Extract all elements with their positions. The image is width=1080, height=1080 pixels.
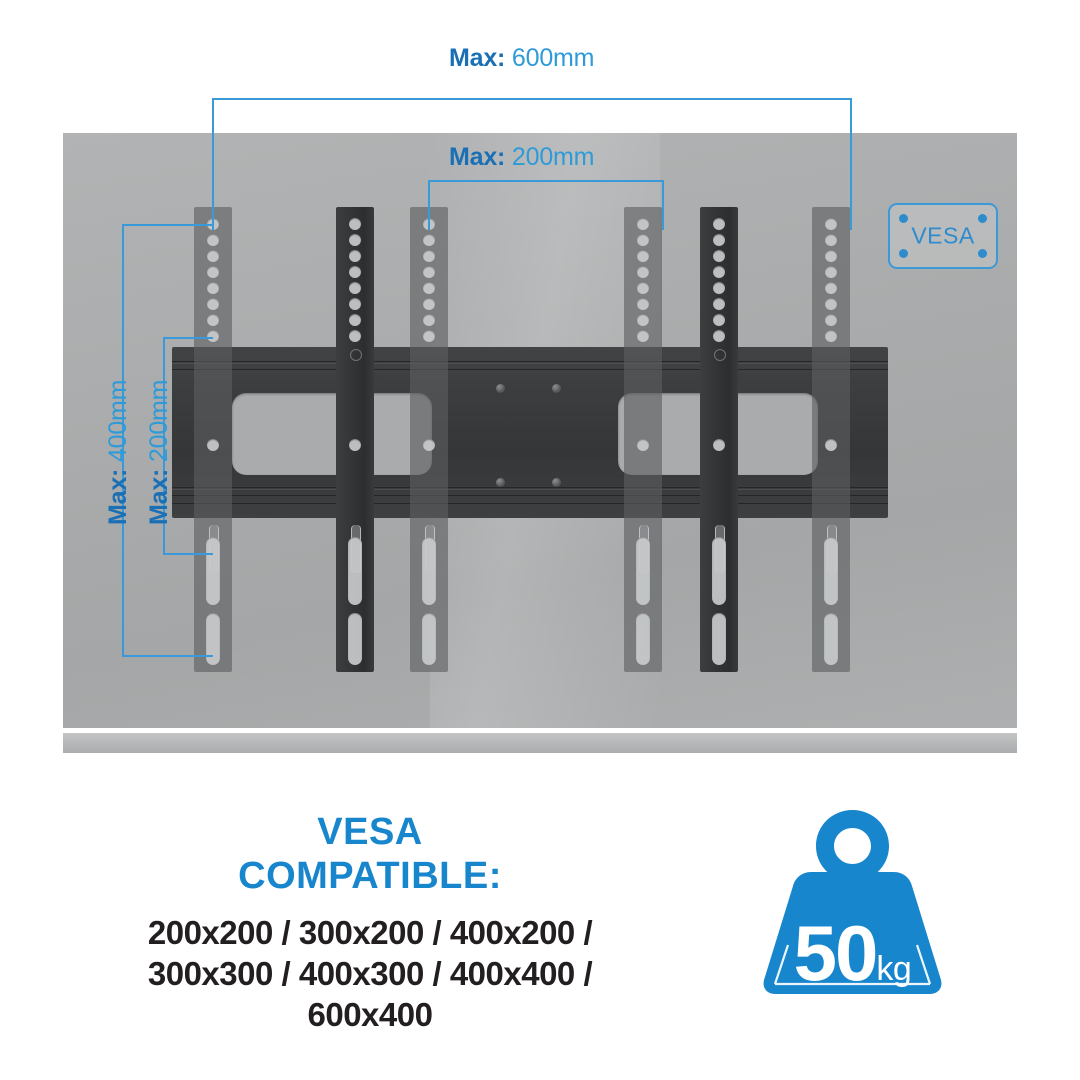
mount-rail-ghost (194, 207, 232, 672)
dim-600-left-leader (212, 98, 214, 230)
dim-label-max-600: Max: 600mm (449, 44, 595, 72)
dim-600-right-leader (850, 98, 852, 230)
dim-200h-top-leader (163, 337, 213, 339)
dim-label-max-200-width: Max: 200mm (449, 143, 595, 171)
dim-label-max-400-height: Max: 400mm (104, 379, 132, 525)
plate-rivet (552, 384, 561, 393)
spec-footer: VESA COMPATIBLE: 200x200 / 300x200 / 400… (0, 780, 1080, 1080)
plate-rivet (496, 478, 505, 487)
dim-200w-top-bar (428, 180, 663, 182)
plate-cutout-left (232, 393, 432, 475)
dim-200h-left-bar (163, 337, 165, 554)
dim-400-bottom-leader (122, 655, 213, 657)
plate-rivet (496, 384, 505, 393)
dim-200w-left-leader (428, 180, 430, 230)
vesa-heading-line-2: COMPATIBLE: (238, 855, 502, 897)
mount-rail-ghost (624, 207, 662, 672)
mount-rail (336, 207, 374, 672)
dim-label-max-200-height: Max: 200mm (145, 379, 173, 525)
mount-rail (700, 207, 738, 672)
wall-base-strip (63, 733, 1017, 753)
vesa-size-list: 200x200 / 300x200 / 400x200 / 300x300 / … (60, 912, 680, 1035)
weight-capacity-icon: 50kg (745, 802, 960, 1002)
dim-400-top-leader (122, 224, 213, 226)
mount-rail-ghost (410, 207, 448, 672)
vesa-badge-dot (978, 214, 987, 223)
dim-400-left-bar (122, 224, 124, 656)
vesa-compatibility-block: VESA COMPATIBLE: 200x200 / 300x200 / 400… (60, 810, 680, 1035)
vesa-size-line-3: 600x400 (307, 996, 433, 1033)
vesa-size-line-2: 300x300 / 400x300 / 400x400 / (147, 955, 593, 992)
vesa-heading: VESA COMPATIBLE: (60, 810, 680, 898)
vesa-badge-label: VESA (911, 222, 975, 249)
vesa-size-line-1: 200x200 / 300x200 / 400x200 / (147, 914, 593, 951)
vesa-badge-dot (978, 249, 987, 258)
mount-diagram: VESA Max: 600mm Max: 200mm Max: 400mm (63, 44, 1017, 753)
vesa-badge-dot (899, 249, 908, 258)
vesa-heading-line-1: VESA (317, 811, 423, 853)
dim-600-top-bar (212, 98, 851, 100)
vesa-badge: VESA (888, 203, 998, 269)
mount-rail-ghost (812, 207, 850, 672)
weight-icon (763, 810, 942, 994)
plate-rivet (552, 478, 561, 487)
dim-200h-bottom-leader (163, 553, 213, 555)
dim-200w-right-leader (662, 180, 664, 230)
vesa-badge-dot (899, 214, 908, 223)
